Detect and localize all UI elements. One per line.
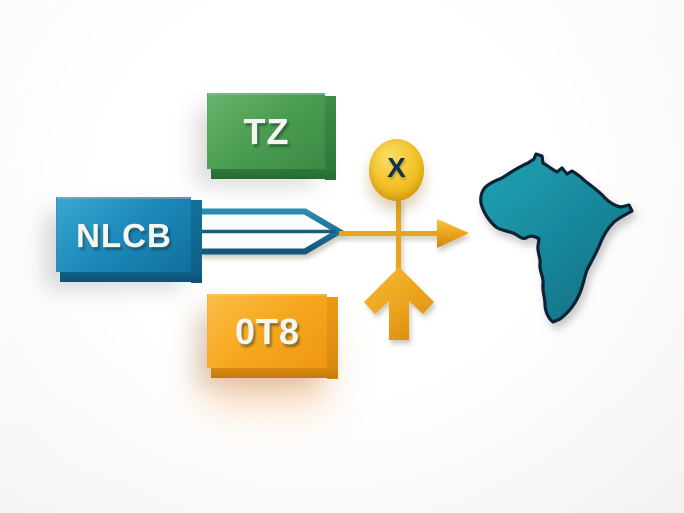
up-arrow-icon	[364, 267, 434, 340]
block-ot8-label: 0T8	[234, 311, 301, 352]
block-nlcb-face: NLCB	[56, 197, 191, 272]
node-x-circle: X	[369, 139, 424, 201]
block-nlcb-label: NLCB	[76, 216, 172, 254]
node-x-label: X	[387, 152, 406, 183]
block-ot8-face: 0T8	[207, 294, 327, 368]
block-ot8: 0T8	[207, 294, 338, 379]
block-tz-bottom-face	[211, 169, 336, 179]
block-ot8-side-face	[327, 297, 338, 379]
block-nlcb: NLCB	[56, 197, 202, 283]
block-nlcb-bottom-face	[60, 272, 202, 282]
block-tz-face: TZ	[207, 93, 325, 169]
block-nlcb-side-face	[191, 200, 202, 283]
block-tz-label: TZ	[243, 111, 290, 152]
africa-map-icon	[479, 152, 634, 324]
block-ot8-bottom-face	[211, 368, 338, 378]
flow-lines	[339, 199, 440, 271]
block-tz: TZ	[207, 93, 336, 180]
block-tz-side-face	[325, 96, 336, 180]
outline-arrow-icon	[200, 208, 345, 255]
right-arrowhead-icon	[437, 219, 469, 248]
